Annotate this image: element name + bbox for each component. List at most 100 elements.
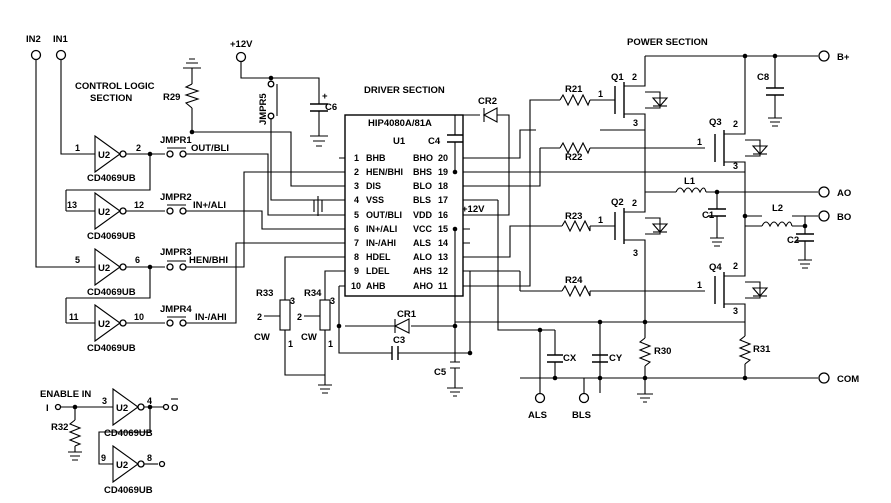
vss-ground-symbol [313,196,323,216]
supply-terminal-12v[interactable] [235,51,247,63]
in2-terminal[interactable] [30,49,42,61]
r29-zigzag [184,83,200,109]
net-label-out-bli: OUT/BLI [191,143,229,154]
svg-text:10: 10 [351,281,361,291]
enable-out2-terminal[interactable] [158,460,166,468]
bls-label: BLS [572,410,591,421]
svg-text:11: 11 [69,312,79,322]
bplus-terminal[interactable] [818,50,830,62]
com-terminal[interactable] [818,372,830,384]
net-label-in-minus-ahi: IN-/AHI [195,312,227,323]
in1-terminal[interactable] [55,49,67,61]
svg-text:U2: U2 [98,319,110,330]
svg-text:13: 13 [438,252,448,262]
svg-text:11: 11 [438,281,448,291]
svg-text:BHB: BHB [366,153,386,163]
svg-text:1: 1 [328,339,333,349]
svg-text:2: 2 [733,119,738,129]
jumper-3[interactable]: JMPR3 [160,247,192,271]
c8-plates [766,87,784,96]
in2-label: IN2 [26,34,41,45]
svg-text:CD4069UB: CD4069UB [87,173,136,184]
com-label: COM [837,374,859,385]
r33-body [279,299,291,331]
svg-text:16: 16 [438,210,448,220]
svg-text:R23: R23 [565,211,582,222]
enable-out-label: O [171,403,178,414]
svg-text:JMPR3: JMPR3 [160,247,192,258]
svg-text:5: 5 [75,255,80,265]
enable-title: ENABLE IN [40,389,91,400]
driver-section-title: DRIVER SECTION [364,85,445,96]
svg-text:Q1: Q1 [611,72,624,83]
wire-jmpr5-to-vss [270,119,339,201]
svg-text:R21: R21 [565,84,583,95]
control-section-title-2: SECTION [90,93,132,104]
svg-text:CD4069UB: CD4069UB [104,428,153,439]
inverter-5: 3 4 U2 CD4069UB [98,387,163,465]
c6-label: C6 [325,102,337,113]
svg-text:1: 1 [75,143,80,153]
jumper-5-bottom[interactable] [267,112,275,120]
r33-cw: CW [254,332,270,343]
svg-text:VCC: VCC [413,224,433,234]
svg-text:IN+/ALI: IN+/ALI [366,224,397,234]
c1-leads [710,192,724,247]
c2-leads [798,226,812,269]
c3-plates [391,346,399,360]
svg-text:1: 1 [288,339,293,349]
r34-cw: CW [301,332,317,343]
svg-text:3: 3 [733,161,738,171]
als-terminal[interactable] [534,392,546,404]
svg-text:CD4069UB: CD4069UB [87,231,136,242]
wire-in-minus-ahi [186,242,339,324]
jumper-5-top[interactable] [267,80,275,88]
svg-text:17: 17 [438,195,448,205]
c1-label: C1 [702,210,715,221]
cr1-label: CR1 [397,309,417,320]
svg-text:R22: R22 [565,152,582,163]
svg-text:4: 4 [147,396,152,406]
supply-wire [240,62,320,136]
inverter-3: 5 6 U2 CD4069UB [75,247,165,298]
svg-text:JMPR4: JMPR4 [160,304,192,315]
svg-text:10: 10 [134,312,144,322]
c6-plates [310,103,328,112]
jumper-5-label: JMPR5 [258,93,269,125]
c5-vcc-ground [447,229,463,397]
svg-text:6: 6 [135,255,140,265]
enable-out-terminal[interactable] [162,403,170,411]
c6-plus: + [322,91,328,102]
c8-leads [768,56,782,127]
fet-q4: Q4 2 3 [709,250,769,318]
jumper-4[interactable]: JMPR4 [160,304,192,327]
l1-label: L1 [684,176,696,187]
bls-terminal[interactable] [578,392,590,404]
c4-plates [447,134,463,143]
svg-text:5: 5 [354,210,359,220]
cx-plates [547,354,563,363]
driver-ic-ref: U1 [393,136,406,147]
c3-label: C3 [393,335,405,346]
svg-text:1: 1 [697,137,702,147]
jumper-2[interactable]: JMPR2 [160,192,192,215]
svg-text:2: 2 [632,72,637,82]
inverter-4: 11 10 U2 CD4069UB [65,298,165,354]
r23: R23 [555,211,615,233]
fet-q3: Q3 2 3 [709,56,769,172]
svg-text:7: 7 [354,238,359,248]
svg-text:ALO: ALO [413,252,432,262]
enable-in-terminal[interactable] [54,403,62,411]
svg-text:20: 20 [438,153,448,163]
l2-label: L2 [772,203,783,214]
ao-terminal[interactable] [818,186,830,198]
enable-in-label: I [46,403,49,414]
jumper-1[interactable]: JMPR1 [160,135,192,158]
bo-terminal[interactable] [818,210,830,222]
svg-text:12: 12 [134,200,144,210]
svg-text:2: 2 [733,261,738,271]
in2-wire [35,60,88,268]
ao-rail [600,129,818,193]
svg-text:3: 3 [633,248,638,258]
svg-text:OUT/BLI: OUT/BLI [366,210,402,220]
